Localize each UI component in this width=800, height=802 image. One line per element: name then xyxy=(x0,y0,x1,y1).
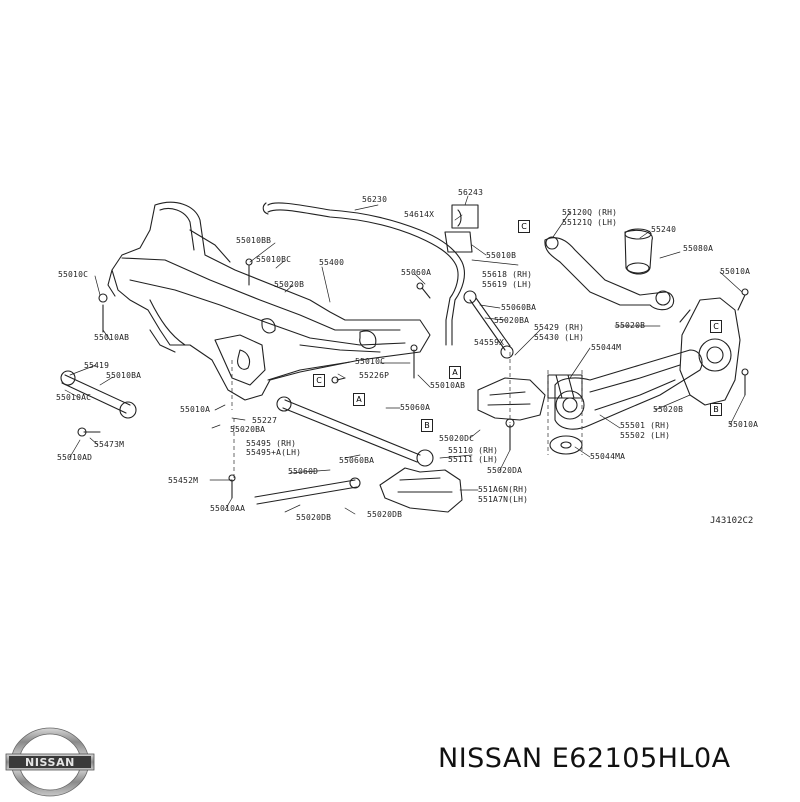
lower-arm xyxy=(554,349,703,430)
leader-lines xyxy=(64,195,746,515)
part-label: 56243 xyxy=(458,188,484,197)
part-label: 55110 (RH) xyxy=(448,446,499,455)
stabilizer-bar xyxy=(262,202,465,346)
logo-text: NISSAN xyxy=(25,756,75,769)
nissan-logo: NISSAN xyxy=(5,727,95,797)
reference-box-c: C xyxy=(518,220,530,233)
part-label: 55020BA xyxy=(494,316,530,325)
spring-pad xyxy=(547,374,583,455)
underbody-cover xyxy=(379,467,463,513)
part-label: 551A6N(RH) xyxy=(478,485,529,494)
part-label: 55226P xyxy=(359,371,390,380)
part-label: 55020DA xyxy=(487,466,523,475)
part-label: 54559X xyxy=(474,338,505,347)
part-label: 55473M xyxy=(94,440,125,449)
part-label: 55060BA xyxy=(501,303,537,312)
part-label: 56230 xyxy=(362,195,388,204)
diagram-reference-code: J43102C2 xyxy=(710,516,754,526)
part-label: 55619 (LH) xyxy=(482,280,533,289)
part-label: 55010BA xyxy=(106,371,142,380)
part-label: 55020B xyxy=(615,321,646,330)
part-label: 55020DB xyxy=(296,513,332,522)
reference-box-b: B xyxy=(710,403,722,416)
part-label: 55010A xyxy=(728,420,759,429)
upper-link xyxy=(544,236,675,311)
dashed-guide-lines xyxy=(231,352,583,478)
part-label: 55044M xyxy=(591,343,622,352)
toe-link xyxy=(254,477,361,505)
part-label: 55501 (RH) xyxy=(620,421,671,430)
part-label: 55010B xyxy=(486,251,517,260)
part-label: 55010A xyxy=(720,267,751,276)
reference-box-c: C xyxy=(313,374,325,387)
part-label: 54614X xyxy=(404,210,435,219)
part-label: 55430 (LH) xyxy=(534,333,585,342)
upper-bushing xyxy=(624,228,653,275)
part-label: 55010BC xyxy=(256,255,292,264)
lower-link-bracket xyxy=(477,377,546,421)
part-label: 55080A xyxy=(683,244,714,253)
rear-knuckle xyxy=(679,297,741,406)
lateral-link xyxy=(276,396,434,467)
part-label: 55060D xyxy=(288,467,319,476)
reference-box-a: A xyxy=(353,393,365,406)
rear-subframe xyxy=(107,201,431,401)
stabilizer-bushing xyxy=(444,204,479,253)
part-label: 55020BA xyxy=(230,425,266,434)
part-number-caption: NISSAN E62105HL0A xyxy=(438,743,731,774)
part-label: 55227 xyxy=(252,416,278,425)
reference-box-b: B xyxy=(421,419,433,432)
part-label: 55400 xyxy=(319,258,345,267)
part-label: 55060A xyxy=(401,268,432,277)
part-label: 55495+A(LH) xyxy=(246,448,302,457)
stabilizer-link xyxy=(463,290,514,359)
part-label: 55120Q (RH) xyxy=(562,208,618,217)
part-label: 55618 (RH) xyxy=(482,270,533,279)
part-label: 55495 (RH) xyxy=(246,439,297,448)
part-label: 55010AB xyxy=(430,381,466,390)
part-label: 55010BB xyxy=(236,236,272,245)
part-label: 55020DC xyxy=(439,434,475,443)
part-label: 55020DB xyxy=(367,510,403,519)
part-label: 55020B xyxy=(653,405,684,414)
bolts xyxy=(77,258,749,499)
part-label: 55060BA xyxy=(339,456,375,465)
part-label: 55060A xyxy=(400,403,431,412)
part-label: 55419 xyxy=(84,361,110,370)
part-label: 55010AA xyxy=(210,504,246,513)
reference-box-c: C xyxy=(710,320,722,333)
part-label: 55111 (LH) xyxy=(448,455,499,464)
part-label: 55502 (LH) xyxy=(620,431,671,440)
part-label: 55010AD xyxy=(57,453,93,462)
part-label: 55044MA xyxy=(590,452,626,461)
trailing-link xyxy=(60,370,137,419)
part-label: 55010C xyxy=(58,270,89,279)
part-label: 55010A xyxy=(180,405,211,414)
part-label: 55010C xyxy=(355,357,386,366)
part-label: 55010AB xyxy=(94,333,130,342)
part-label: 55020B xyxy=(274,280,305,289)
part-label: 55240 xyxy=(651,225,677,234)
reference-box-a: A xyxy=(449,366,461,379)
part-label: 551A7N(LH) xyxy=(478,495,529,504)
part-label: 55452M xyxy=(168,476,199,485)
part-label: 55429 (RH) xyxy=(534,323,585,332)
part-label: 55121Q (LH) xyxy=(562,218,618,227)
part-label: 55010AC xyxy=(56,393,92,402)
